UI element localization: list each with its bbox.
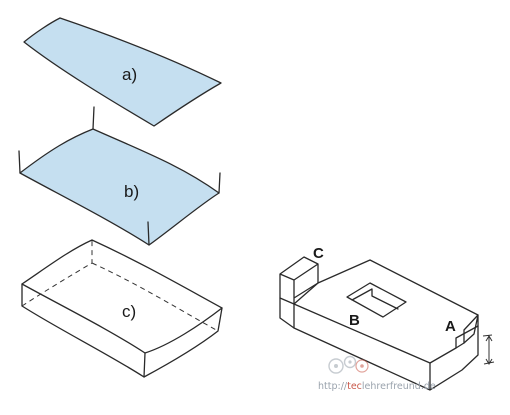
- corner-left: [18, 150, 21, 174]
- box-c-rim: [21, 239, 223, 354]
- corner-top: [92, 106, 95, 130]
- gear-logo-icon: [328, 355, 369, 374]
- part-drawing: C B A: [279, 245, 495, 391]
- watermark-accent: tec: [347, 381, 362, 392]
- sheet-a-shape: [23, 17, 222, 127]
- label-a: a): [122, 65, 137, 84]
- corner-right: [218, 172, 221, 194]
- sheet-a: a): [23, 17, 222, 127]
- label-c: c): [122, 302, 136, 321]
- box-c-left-wall: [21, 283, 146, 378]
- dimension-marker: [482, 334, 495, 365]
- sheet-b-shape: [19, 128, 220, 246]
- cutout-b: [346, 282, 407, 318]
- corner-bottom: [147, 221, 150, 246]
- slab-left-edge: [279, 297, 295, 329]
- watermark-url: http://teclehrerfreund.de: [318, 381, 436, 392]
- notch-a: [455, 325, 479, 349]
- point-a: A: [445, 318, 456, 335]
- watermark-prefix: http://: [318, 381, 348, 392]
- watermark-rest: lehrerfreund.de: [362, 381, 436, 392]
- point-c: C: [313, 245, 324, 262]
- sheet-b: b): [18, 106, 221, 246]
- box-c: c): [21, 239, 223, 378]
- box-c-hidden-edges: [21, 240, 219, 332]
- watermark: http://teclehrerfreund.de: [318, 355, 436, 392]
- slab-top: [293, 259, 479, 364]
- slab-front: [293, 303, 479, 391]
- block-c: [279, 256, 319, 305]
- box-c-right-wall: [143, 307, 223, 378]
- point-b: B: [349, 312, 360, 329]
- label-b: b): [124, 182, 139, 201]
